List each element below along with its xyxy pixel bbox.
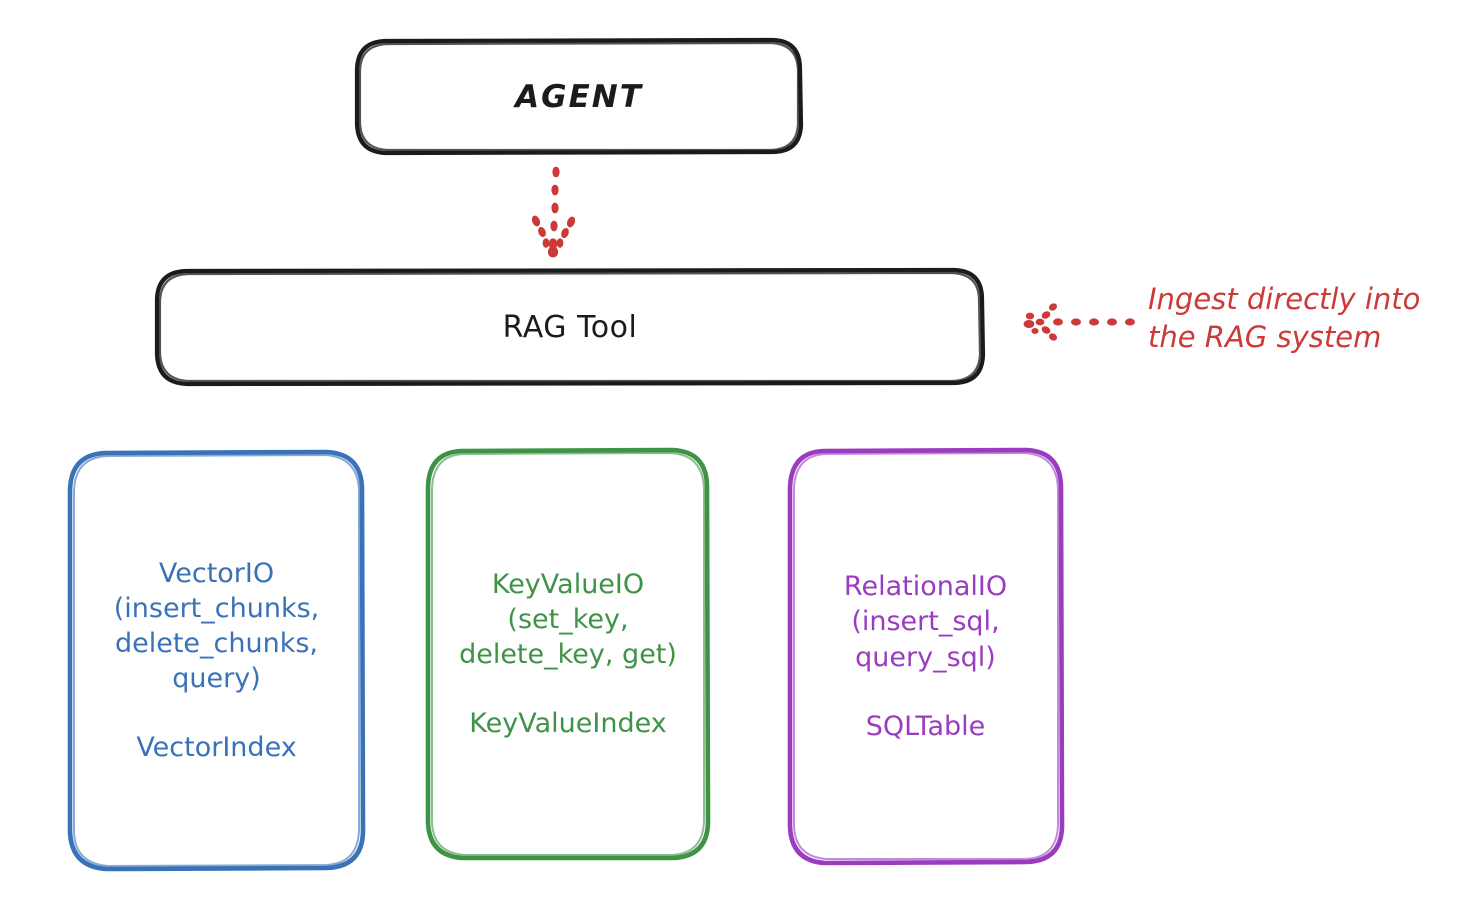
node-key-value-io-primary-label: KeyValueIO (set_key, delete_key, get) (459, 568, 677, 670)
node-vector-io[interactable]: VectorIO (insert_chunks, delete_chunks, … (70, 452, 363, 869)
relational-io-box-outline (787, 447, 1065, 866)
connector-agent-to-rag-tool (531, 166, 576, 258)
node-agent-label: AGENT (515, 78, 643, 115)
node-relational-io-primary-label: RelationalIO (insert_sql, query_sql) (843, 571, 1008, 673)
node-key-value-io-secondary-label: KeyValueIndex (469, 708, 667, 740)
node-agent[interactable]: AGENT (357, 40, 801, 153)
annotation-ingest-directly: Ingest directly into the RAG system (1148, 282, 1421, 355)
node-rag-tool[interactable]: RAG Tool (157, 270, 983, 384)
vector-io-box-outline (67, 449, 366, 872)
node-vector-io-primary-label: VectorIO (insert_chunks, delete_chunks, … (113, 557, 320, 695)
node-rag-tool-label: RAG Tool (502, 309, 638, 345)
node-vector-io-secondary-label: VectorIndex (136, 732, 297, 764)
rag-tool-box-outline (154, 267, 986, 387)
node-relational-io[interactable]: RelationalIO (insert_sql, query_sql) SQL… (790, 450, 1061, 863)
key-value-io-box-outline (425, 447, 711, 861)
node-key-value-io[interactable]: KeyValueIO (set_key, delete_key, get) Ke… (428, 450, 708, 858)
connector-ingest-pointer (1023, 303, 1135, 341)
node-relational-io-secondary-label: SQLTable (865, 710, 986, 742)
agent-box-outline (354, 37, 804, 156)
